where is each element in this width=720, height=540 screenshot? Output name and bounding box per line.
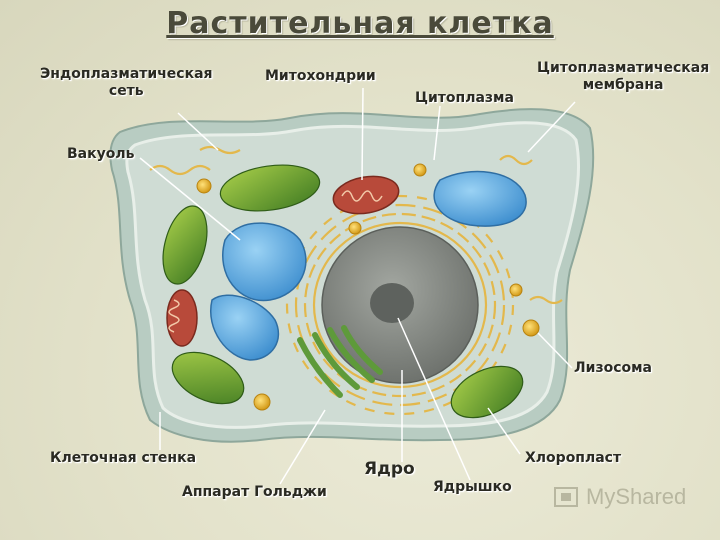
page-title: Растительная клетка — [166, 6, 554, 41]
vacuole — [433, 170, 527, 227]
label-lysosome: Лизосома — [574, 360, 652, 376]
label-nucleus: Ядро — [364, 459, 415, 479]
vacuole — [222, 222, 307, 302]
label-mitochondria: Митохондрии — [265, 68, 376, 84]
label-nucleolus: Ядрышко — [433, 479, 512, 495]
lysosomes — [196, 163, 540, 411]
watermark-icon — [554, 487, 578, 507]
label-endoplasmic-reticulum: Эндоплазматическая сеть — [40, 66, 213, 100]
label-membrane-line1: Цитоплазматическая — [537, 60, 710, 76]
label-er-line2: сеть — [108, 83, 144, 99]
label-golgi: Аппарат Гольджи — [182, 484, 327, 500]
label-er-line1: Эндоплазматическая — [40, 66, 213, 82]
label-chloroplast: Хлоропласт — [525, 450, 622, 466]
label-vacuole: Вакуоль — [67, 146, 135, 162]
leader-lines — [139, 87, 576, 485]
endoplasmic-reticulum — [149, 145, 563, 416]
label-cytoplasm: Цитоплазма — [415, 90, 514, 106]
mitochondria-shapes — [166, 175, 400, 347]
label-cell-wall: Клеточная стенка — [50, 450, 197, 466]
nucleolus — [370, 283, 414, 323]
watermark: MyShared — [586, 484, 687, 509]
chloroplasts — [162, 164, 524, 419]
vacuole — [210, 294, 280, 361]
golgi-apparatus — [297, 325, 383, 398]
label-cytoplasmic-membrane: Цитоплазматическая мембрана — [537, 60, 709, 94]
label-membrane-line2: мембрана — [582, 77, 664, 93]
